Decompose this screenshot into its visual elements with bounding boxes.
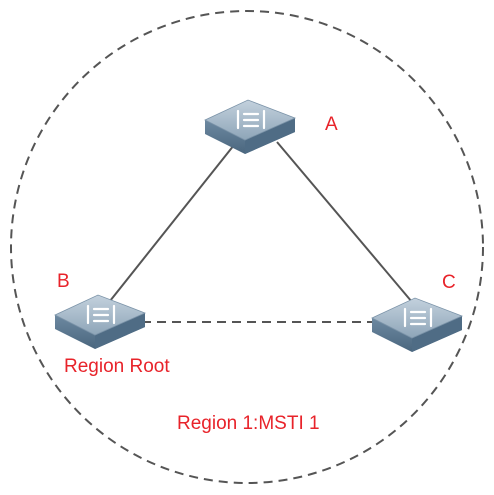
switch-icon xyxy=(53,293,147,351)
node-label-a: A xyxy=(325,114,338,135)
link-a-c xyxy=(276,141,413,303)
region-caption: Region 1:MSTI 1 xyxy=(177,413,320,434)
region-boundary xyxy=(10,10,484,484)
node-label-c: C xyxy=(442,272,456,293)
node-label-b: B xyxy=(57,271,70,292)
switch-icon xyxy=(370,296,464,354)
link-a-b xyxy=(105,139,239,307)
region-root-label: Region Root xyxy=(64,356,170,377)
